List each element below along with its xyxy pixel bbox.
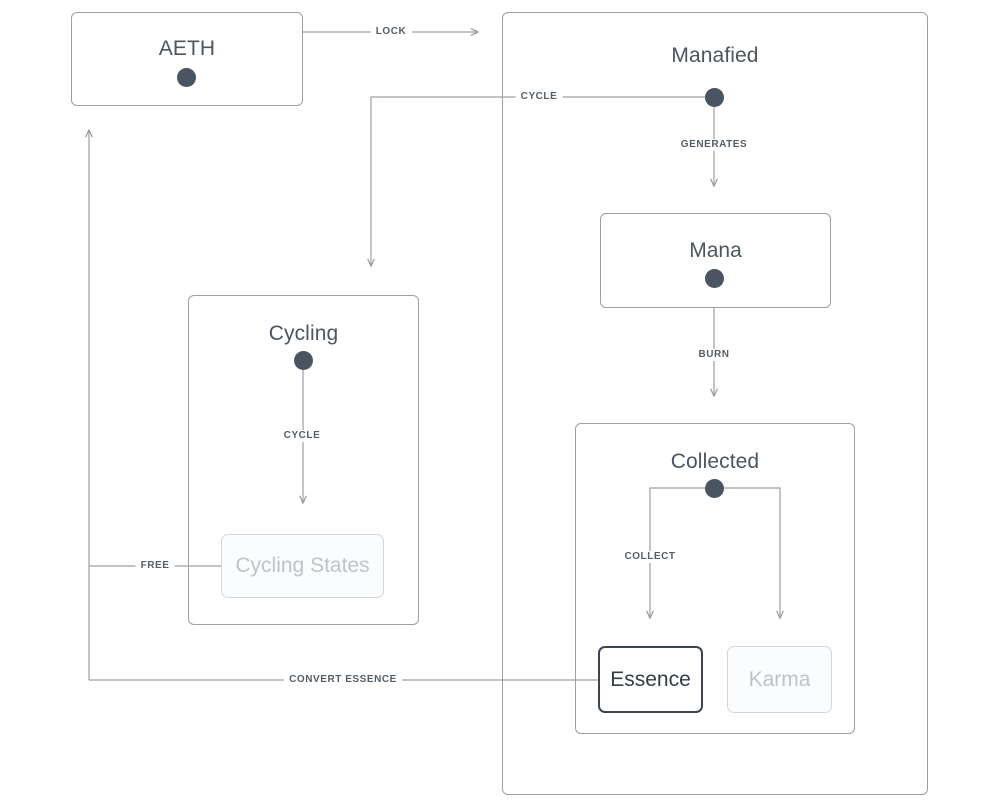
leaf-cycling-states-label: Cycling States [235, 554, 370, 577]
group-collected-title: Collected [670, 450, 760, 473]
leaf-cycling-states[interactable]: Cycling States [221, 534, 384, 598]
edge-label-cycle-top: CYCLE [515, 91, 563, 103]
node-mana-label: Mana [689, 239, 742, 262]
group-manafied-title: Manafied [671, 44, 759, 67]
edge-label-burn: BURN [693, 349, 735, 361]
group-manafied[interactable]: Manafied [502, 12, 928, 795]
leaf-karma[interactable]: Karma [727, 646, 832, 713]
node-mana[interactable]: Mana [600, 213, 831, 308]
group-aeth-title: AETH [158, 37, 216, 60]
aeth-junction-dot[interactable] [177, 68, 196, 87]
edge-label-cycle-inner: CYCLE [278, 430, 326, 442]
group-aeth[interactable]: AETH [71, 12, 303, 106]
edge-label-free: FREE [135, 560, 175, 572]
cycling-junction-dot[interactable] [294, 351, 313, 370]
edge-label-convert-essence: CONVERT ESSENCE [284, 674, 402, 686]
leaf-essence-label: Essence [610, 667, 691, 691]
edge-label-generates: GENERATES [675, 139, 753, 151]
collected-junction-dot[interactable] [705, 479, 724, 498]
leaf-karma-label: Karma [748, 667, 811, 691]
manafied-junction-dot[interactable] [705, 88, 724, 107]
edge-label-lock: LOCK [370, 26, 412, 38]
group-cycling-title: Cycling [268, 322, 339, 345]
mana-junction-dot[interactable] [705, 269, 724, 288]
group-cycling[interactable]: Cycling [188, 295, 419, 625]
leaf-essence[interactable]: Essence [598, 646, 703, 713]
edge-label-collect: COLLECT [619, 551, 681, 563]
group-collected[interactable]: Collected [575, 423, 855, 734]
